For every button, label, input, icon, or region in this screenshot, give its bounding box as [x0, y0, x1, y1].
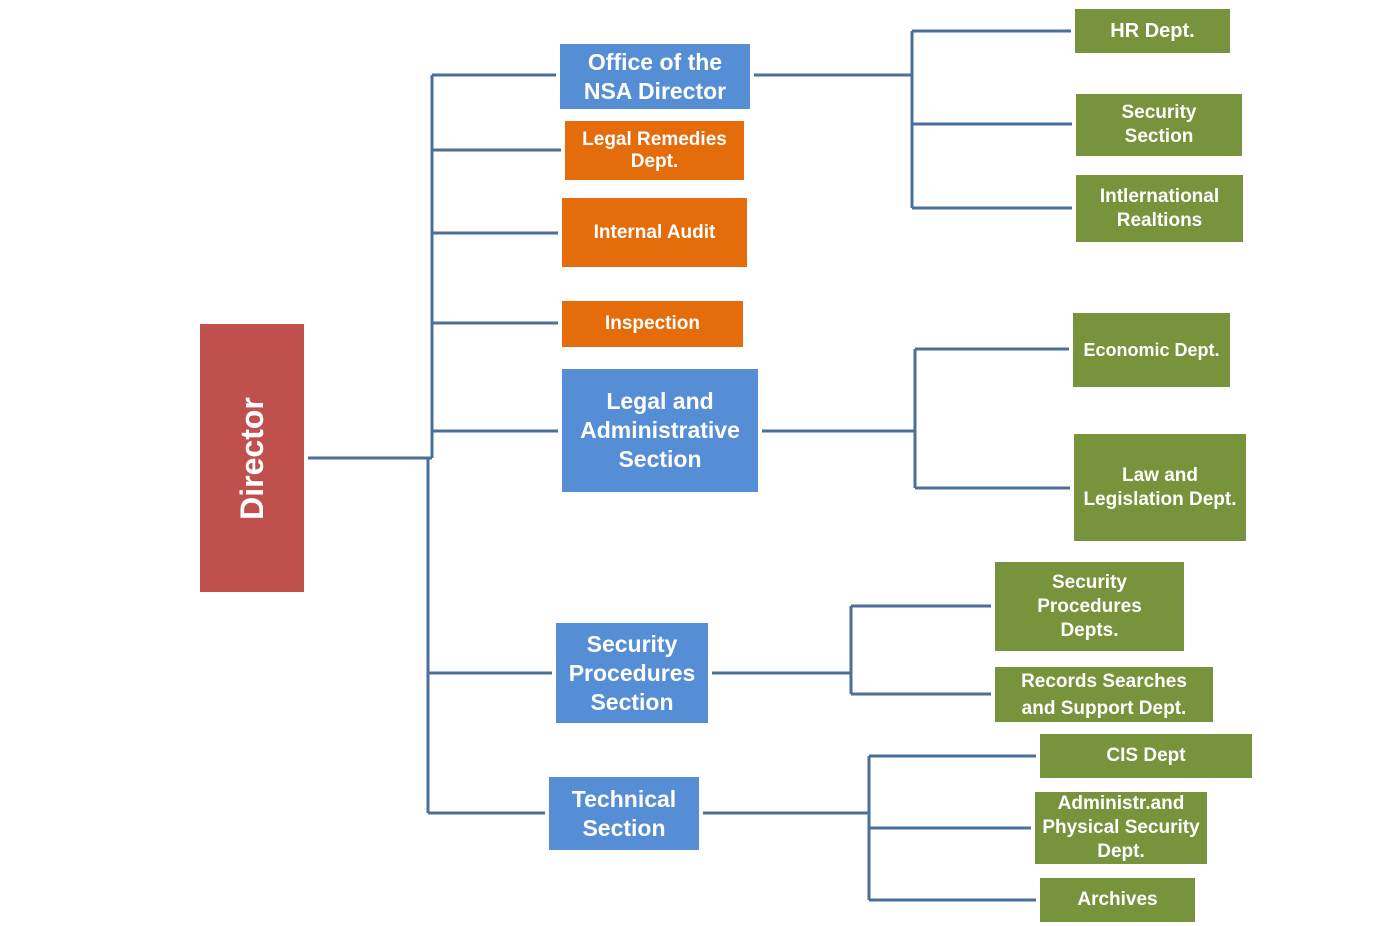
office-of-the-nsa-director-box: Office of the NSA Director — [560, 44, 750, 109]
security-procedures-depts-box: Security Procedures Depts. — [995, 562, 1184, 651]
inspection-box: Inspection — [562, 301, 743, 347]
administr-and-physical-security-dept-box: Administr.and Physical Security Dept. — [1035, 792, 1207, 864]
director-box: Director — [200, 324, 304, 592]
international-relations-box: Intlernational Realtions — [1076, 175, 1243, 242]
security-section-box: Security Section — [1076, 94, 1242, 156]
internal-audit-box: Internal Audit — [562, 198, 747, 267]
legal-and-administrative-section-box: Legal and Administrative Section — [562, 369, 758, 492]
technical-section-box: Technical Section — [549, 777, 699, 850]
cis-dept-box: CIS Dept — [1040, 734, 1252, 778]
director-label: Director — [233, 396, 270, 520]
law-and-legislation-dept-box: Law and Legislation Dept. — [1074, 434, 1246, 541]
economic-dept-box: Economic Dept. — [1073, 313, 1230, 387]
hr-dept-box: HR Dept. — [1075, 9, 1230, 53]
security-procedures-section-box: Security Procedures Section — [556, 623, 708, 723]
archives-box: Archives — [1040, 878, 1195, 922]
records-searches-and-support-dept-box: Records Searches and Support Dept. — [995, 667, 1213, 722]
legal-remedies-dept-box: Legal Remedies Dept. — [565, 121, 744, 180]
